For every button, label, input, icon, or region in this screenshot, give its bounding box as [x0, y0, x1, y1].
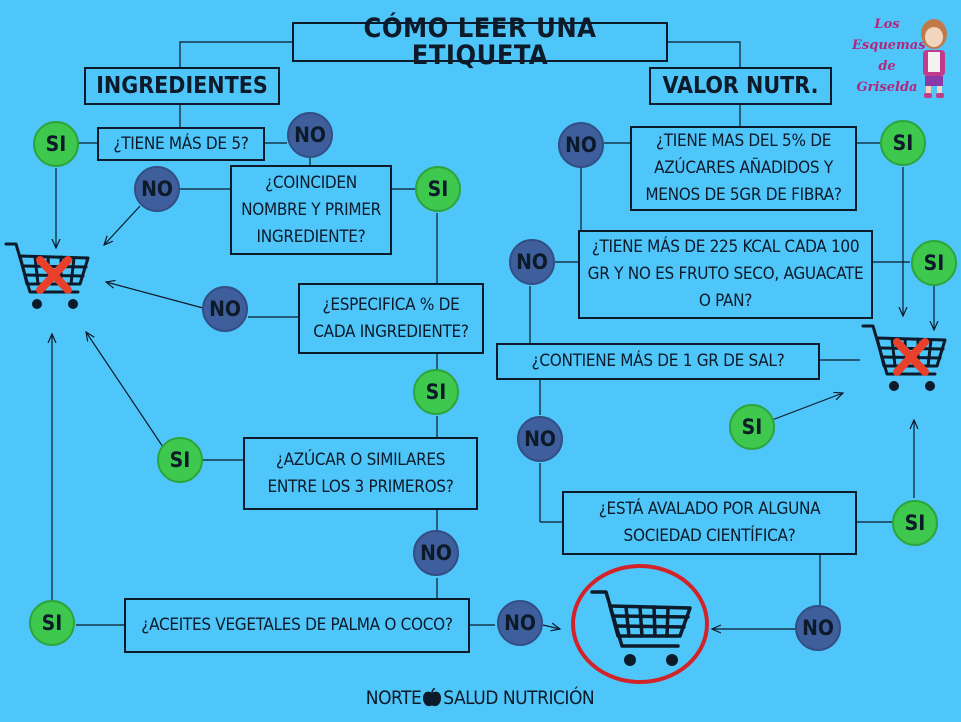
cart-rejected-icon [861, 324, 947, 391]
ingredientes-header: INGREDIENTES [84, 67, 280, 105]
logo-text: Los Esquemas de Griselda [852, 17, 926, 95]
apple-icon [422, 687, 442, 708]
answer-si-aceites: SI [29, 600, 75, 646]
answer-si-mas-de-5: SI [33, 121, 79, 167]
answer-si-especifica: SI [413, 369, 459, 415]
cart-accepted-icon [571, 564, 709, 684]
footer-left-text: NORTE [365, 687, 422, 709]
answer-no-azucar: NO [413, 530, 459, 576]
answer-no-especifica: NO [202, 286, 248, 332]
question-especifica: ¿ESPECIFICA % DE CADA INGREDIENTE? [298, 283, 484, 354]
cart-rejected-icon [4, 242, 90, 309]
valor-nutricional-header: VALOR NUTR. [649, 67, 832, 105]
question-sal: ¿CONTIENE MÁS DE 1 GR DE SAL? [496, 343, 820, 380]
footer-right-text: SALUD NUTRICIÓN [443, 687, 595, 709]
question-mas-de-5: ¿TIENE MÁS DE 5? [97, 127, 265, 161]
answer-si-coinciden: SI [415, 166, 461, 212]
answer-no-mas-de-5: NO [287, 112, 333, 158]
brand-logo: Los Esquemas de Griselda [852, 14, 957, 104]
answer-si-kcal: SI [911, 240, 957, 286]
answer-no-avalado: NO [795, 605, 841, 651]
question-azucares-fibra: ¿TIENE MAS DEL 5% DE AZÚCARES AÑADIDOS Y… [630, 126, 857, 211]
diagram-title: CÓMO LEER UNA ETIQUETA [292, 15, 668, 69]
question-kcal: ¿TIENE MÁS DE 225 KCAL CADA 100 GR Y NO … [578, 230, 873, 319]
answer-si-azucar: SI [157, 437, 203, 483]
answer-no-kcal: NO [509, 239, 555, 285]
answer-si-sal: SI [729, 404, 775, 450]
footer-brand: NORTE SALUD NUTRICIÓN [366, 680, 595, 716]
answer-si-avalado: SI [892, 500, 938, 546]
answer-no-coinciden: NO [134, 166, 180, 212]
answer-si-azucares-fibra: SI [880, 120, 926, 166]
question-avalado: ¿ESTÁ AVALADO POR ALGUNA SOCIEDAD CIENTÍ… [562, 491, 857, 555]
answer-no-aceites: NO [497, 600, 543, 646]
question-coinciden: ¿COINCIDEN NOMBRE Y PRIMER INGREDIENTE? [230, 165, 392, 255]
answer-no-sal: NO [517, 416, 563, 462]
question-aceites: ¿ACEITES VEGETALES DE PALMA O COCO? [124, 598, 470, 653]
answer-no-azucares-fibra: NO [558, 122, 604, 168]
character-illustration [921, 19, 947, 98]
question-azucar: ¿AZÚCAR O SIMILARES ENTRE LOS 3 PRIMEROS… [243, 437, 478, 510]
